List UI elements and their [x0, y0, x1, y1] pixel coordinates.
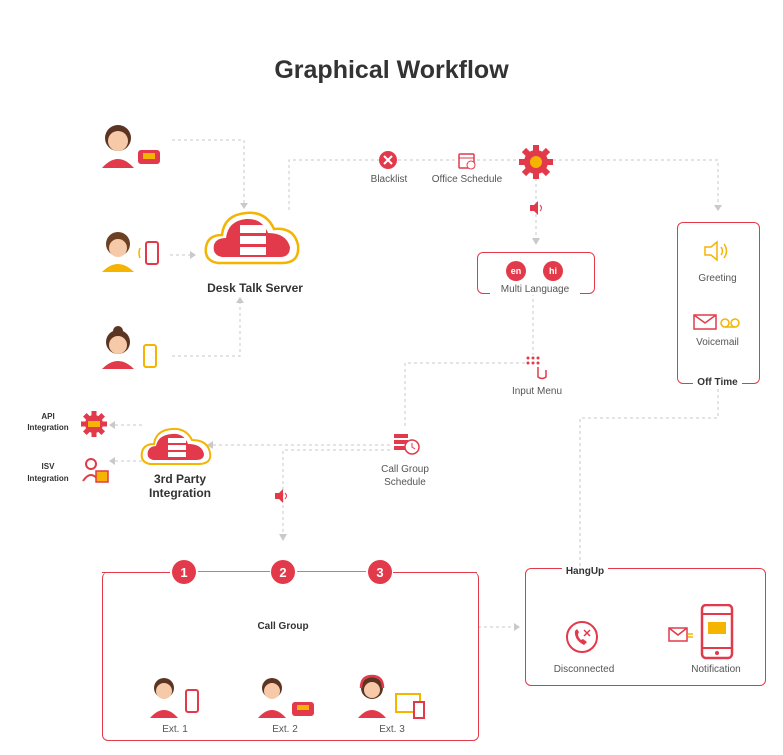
notification-label: Notification — [691, 664, 741, 675]
call-group-label: Call Group — [253, 621, 313, 632]
caller-2 — [102, 232, 159, 272]
isv-user-icon — [82, 458, 109, 483]
off-time-label: Off Time — [693, 377, 742, 388]
calendar-icon — [458, 153, 476, 170]
cloud-server-icon — [204, 211, 300, 265]
group-number-1: 1 — [172, 560, 196, 584]
page-title: Graphical Workflow — [274, 56, 509, 84]
third-party-line2: Integration — [149, 486, 211, 500]
blacklist-label: Blacklist — [370, 174, 408, 185]
hangup-label: HangUp — [561, 566, 609, 577]
caller-3 — [102, 326, 157, 369]
speaker-icon — [704, 240, 728, 262]
feature-phone-icon — [143, 344, 157, 368]
disconnected-label: Disconnected — [553, 664, 615, 675]
voicemail-label: Voicemail — [696, 337, 739, 348]
call-group-box-top-right — [393, 572, 477, 573]
third-party-line1: 3rd Party — [153, 472, 207, 486]
agent-3 — [358, 674, 425, 719]
isv-line1: ISV — [41, 462, 55, 471]
envelope-icon — [668, 627, 693, 642]
call-group-schedule-line1: Call Group — [381, 464, 429, 475]
server-label: Desk Talk Server — [207, 281, 303, 295]
office-schedule-label: Office Schedule — [431, 174, 503, 185]
integration-cloud-icon — [140, 427, 212, 465]
notification-phone-icon — [700, 604, 734, 660]
mobile-phone-icon — [145, 241, 159, 265]
input-menu-label: Input Menu — [511, 386, 563, 397]
extension-3-label: Ext. 3 — [379, 724, 405, 735]
gear-icon — [519, 145, 553, 179]
call-group-schedule-line2: Schedule — [384, 477, 426, 488]
lang-chip-en: en — [506, 261, 526, 281]
lang-chip-hi: hi — [543, 261, 563, 281]
call-group-box-top-left — [102, 572, 170, 573]
hangup-label-wrap: HangUp — [525, 561, 645, 579]
api-gear-icon — [81, 411, 107, 437]
speaker-icon — [275, 489, 287, 503]
caller-1 — [102, 125, 160, 168]
disconnected-call-icon — [566, 621, 598, 653]
multi-language-label: Multi Language — [490, 284, 580, 295]
isv-line2: Integration — [27, 474, 69, 483]
schedule-icon — [394, 434, 420, 455]
api-line1: API — [41, 412, 55, 421]
group-number-3: 3 — [368, 560, 392, 584]
group-number-2: 2 — [271, 560, 295, 584]
speaker-icon — [530, 201, 542, 215]
keypad-icon — [526, 356, 547, 380]
agent-1 — [150, 678, 199, 718]
off-time-tag-wrap: Off Time — [677, 372, 758, 390]
agent-2 — [258, 678, 314, 718]
extension-1-label: Ext. 1 — [162, 724, 188, 735]
greeting-label: Greeting — [698, 273, 737, 284]
voicemail-icon — [693, 314, 740, 330]
blacklist-icon — [379, 151, 397, 169]
call-group-label-wrap: Call Group — [233, 616, 333, 634]
extension-2-label: Ext. 2 — [272, 724, 298, 735]
api-line2: Integration — [27, 423, 69, 432]
off-time-box — [677, 222, 760, 384]
